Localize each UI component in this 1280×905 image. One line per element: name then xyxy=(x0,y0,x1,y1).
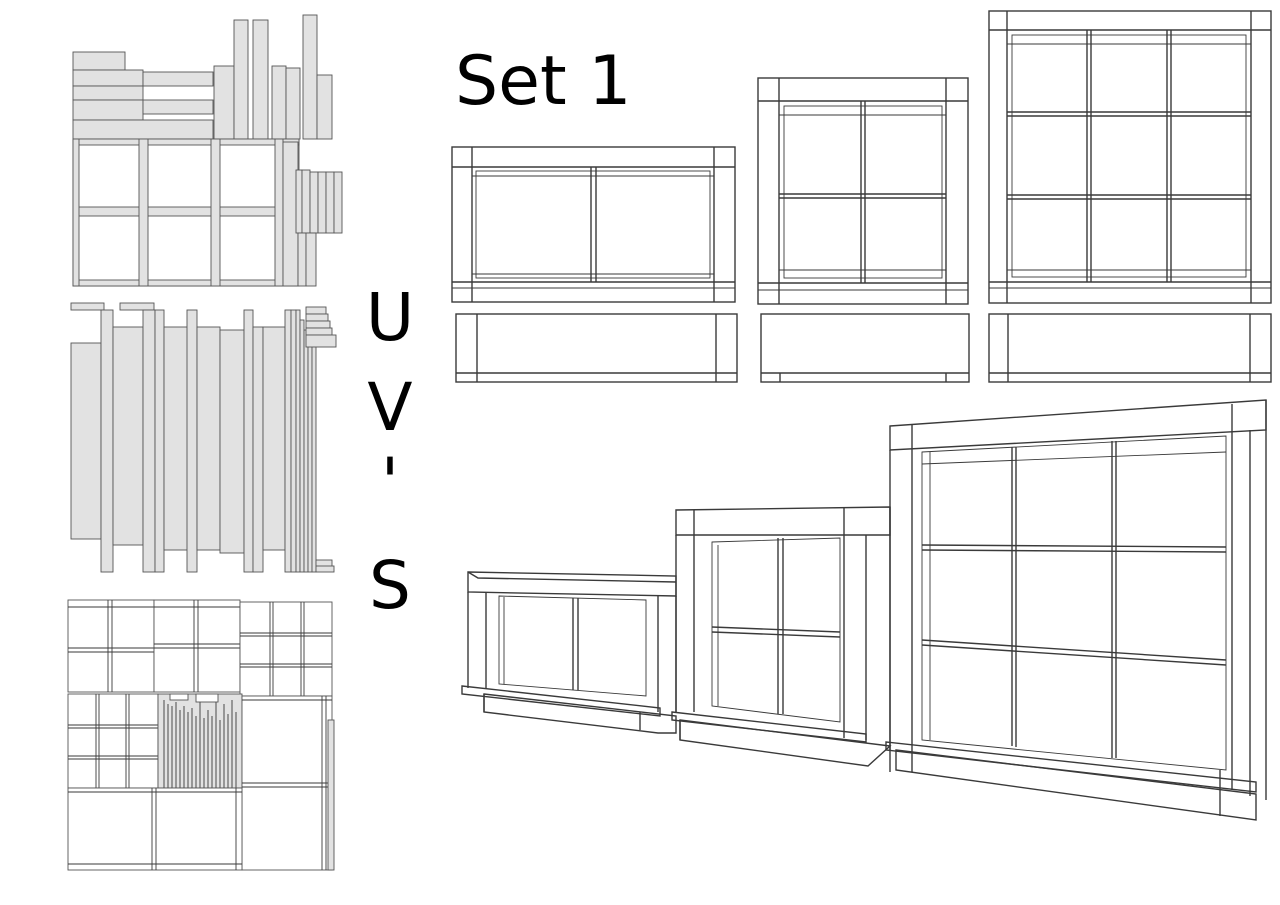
perspective-window-2pane xyxy=(461,571,677,734)
uv-layout-2 xyxy=(70,302,337,573)
uv-layout-3 xyxy=(67,599,335,871)
front-window-9pane xyxy=(988,10,1272,304)
front-window-2pane xyxy=(451,146,736,303)
uvs-letter-apostrophe: ' xyxy=(381,444,399,521)
front-sill-3 xyxy=(988,313,1272,383)
uvs-letter-v: V xyxy=(367,369,412,446)
uv-layout-1 xyxy=(72,14,343,287)
front-sill-1 xyxy=(455,313,738,383)
uvs-letter-s: S xyxy=(369,547,411,624)
front-window-4pane xyxy=(757,77,969,305)
front-sill-2 xyxy=(760,313,970,383)
perspective-window-9pane xyxy=(885,399,1267,821)
uvs-letter-u: U xyxy=(366,279,414,356)
uvs-vertical-label: U V ' S xyxy=(366,279,414,624)
set-title: Set 1 xyxy=(455,42,632,121)
perspective-window-4pane xyxy=(671,506,892,767)
